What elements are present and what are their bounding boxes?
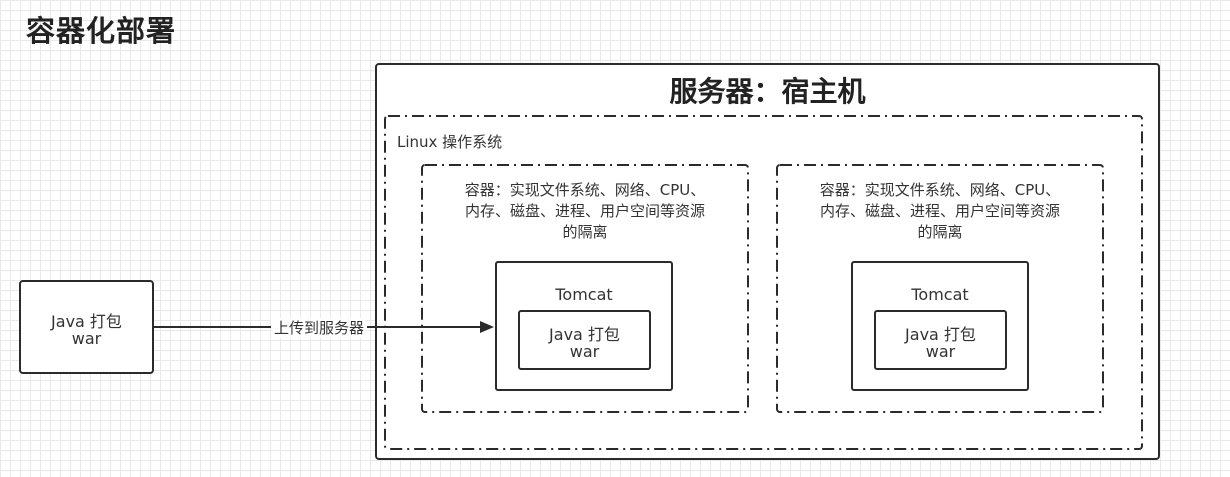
tomcat-label-1: Tomcat — [555, 285, 613, 304]
war-package-sub-2: war — [925, 342, 956, 361]
container-boundary-2 — [776, 164, 1104, 413]
tomcat-box-2[interactable]: Tomcat Java 打包 war — [851, 261, 1029, 391]
container-boundary-1 — [421, 164, 749, 413]
war-package-box-2[interactable]: Java 打包 war — [874, 310, 1007, 370]
linux-os-boundary — [384, 115, 1143, 450]
linux-os-label: Linux 操作系统 — [397, 133, 503, 151]
container-1-description: 容器：实现文件系统、网络、CPU、 内存、磁盘、进程、用户空间等资源 的隔离 — [435, 180, 735, 243]
container-2-desc-line1: 容器：实现文件系统、网络、CPU、 — [819, 181, 1061, 199]
war-package-title-2: Java 打包 — [905, 325, 976, 344]
local-war-title: Java 打包 — [51, 312, 122, 331]
local-war-package-box[interactable]: Java 打包 war — [19, 280, 154, 374]
local-war-sub: war — [71, 329, 102, 348]
upload-arrow-head — [480, 321, 494, 333]
container-1-desc-line2: 内存、磁盘、进程、用户空间等资源 — [464, 202, 705, 220]
container-2-description: 容器：实现文件系统、网络、CPU、 内存、磁盘、进程、用户空间等资源 的隔离 — [790, 180, 1090, 243]
war-package-sub-1: war — [569, 342, 600, 361]
tomcat-box-1[interactable]: Tomcat Java 打包 war — [495, 261, 673, 391]
page-title: 容器化部署 — [26, 14, 177, 48]
upload-arrow-label: 上传到服务器 — [271, 318, 368, 338]
war-package-title-1: Java 打包 — [549, 325, 620, 344]
container-1-desc-line3: 的隔离 — [562, 223, 608, 241]
tomcat-label-2: Tomcat — [911, 285, 969, 304]
container-2-desc-line3: 的隔离 — [917, 223, 963, 241]
container-1-desc-line1: 容器：实现文件系统、网络、CPU、 — [464, 181, 706, 199]
war-package-box-1[interactable]: Java 打包 war — [518, 310, 651, 370]
container-2-desc-line2: 内存、磁盘、进程、用户空间等资源 — [819, 202, 1060, 220]
server-title: 服务器：宿主机 — [669, 75, 866, 108]
